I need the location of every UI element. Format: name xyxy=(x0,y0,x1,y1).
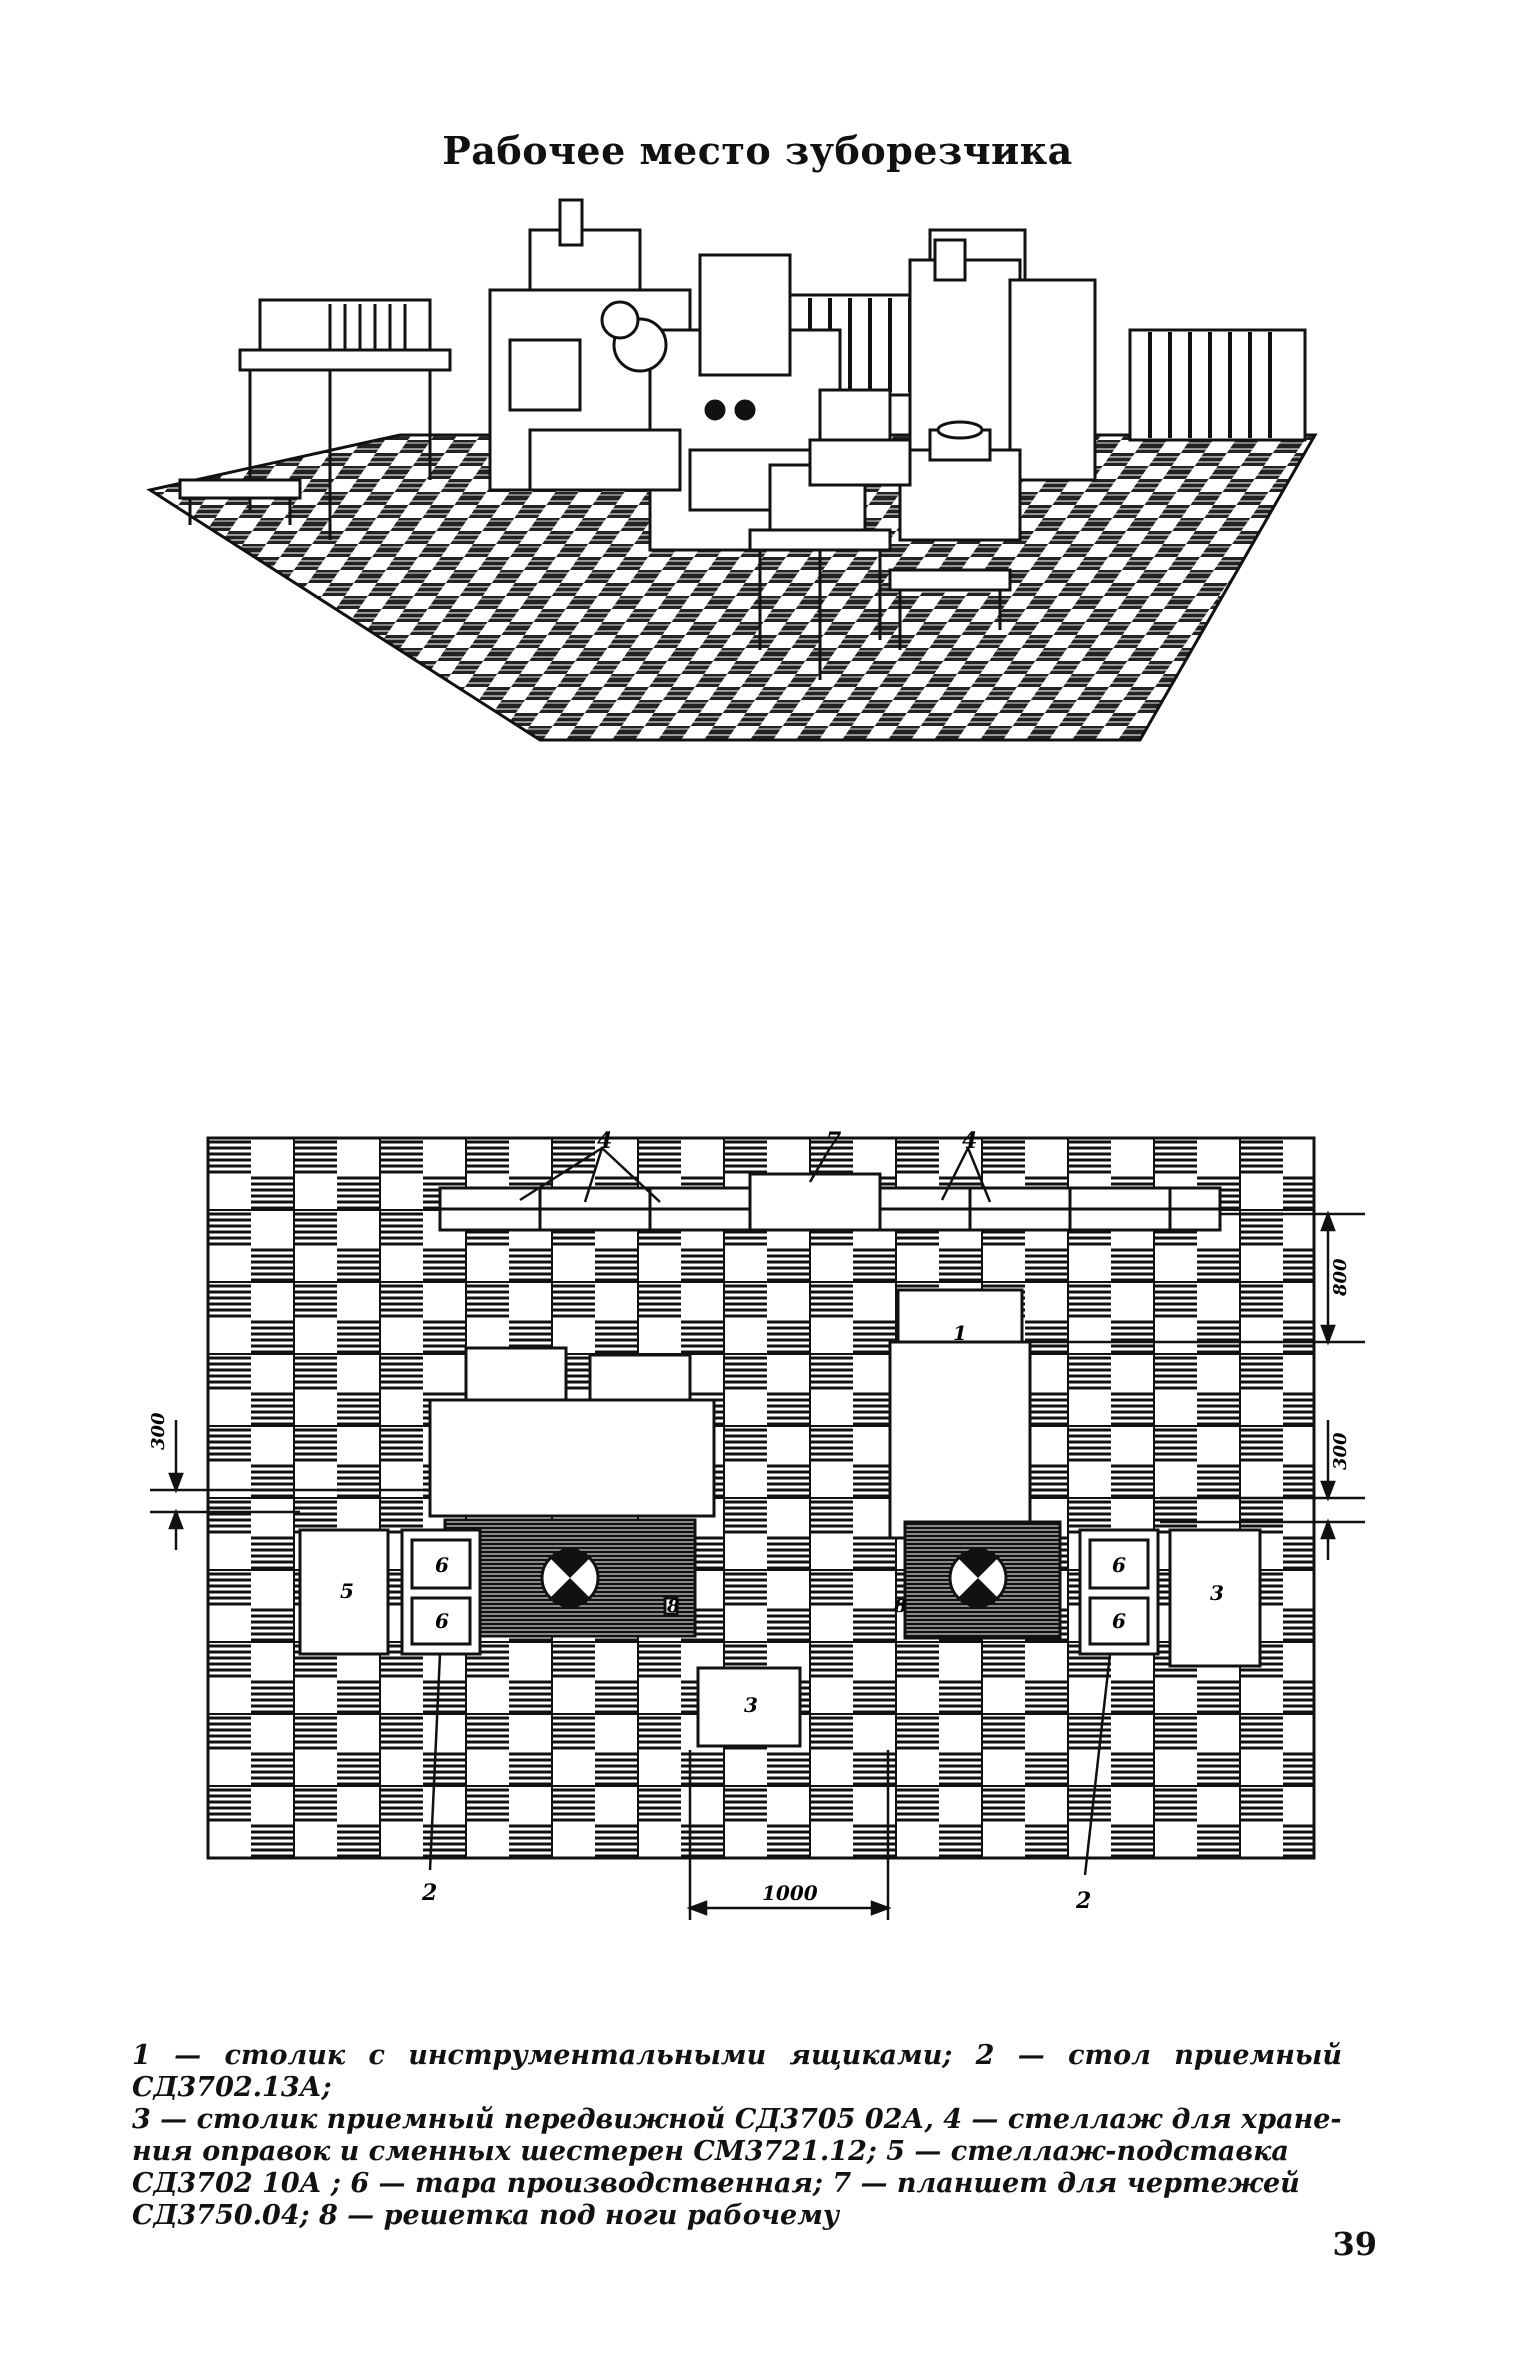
callout-8-right: 8 xyxy=(893,1596,907,1617)
callout-6-right-bottom: 6 xyxy=(1112,1609,1126,1633)
callout-6-left-bottom: 6 xyxy=(435,1609,449,1633)
dimension-300-left: 300 xyxy=(150,1412,169,1450)
callout-2-right: 2 xyxy=(1075,1888,1091,1914)
page-title: Рабочее место зуборезчика xyxy=(442,128,1073,173)
caption-line: 3 — столик приемный передвижной СД3705 0… xyxy=(132,2104,1342,2135)
callout-2-left: 2 xyxy=(421,1880,437,1906)
figure-caption: 1 — столик с инструментальными ящиками; … xyxy=(132,2040,1342,2232)
plan-view-drawing: 4 7 4 8 8 1 5 6 6 3 6 6 3 xyxy=(150,1130,1365,1920)
callout-6-right-top: 6 xyxy=(1112,1553,1126,1577)
caption-line: 1 — столик с инструментальными ящиками; … xyxy=(132,2040,1342,2103)
dimension-300-right: 300 xyxy=(1330,1432,1351,1470)
caption-line: СД3750.04; 8 — решетка под ноги рабочему xyxy=(132,2200,840,2231)
caption-line: ния оправок и сменных шестерен СМ3721.12… xyxy=(132,2136,1289,2167)
page-number: 39 xyxy=(1332,2225,1377,2263)
callout-4-right: 4 xyxy=(962,1130,977,1154)
dimension-800: 800 xyxy=(1330,1258,1351,1297)
isometric-workplace-illustration xyxy=(146,198,1318,742)
callout-6-left-top: 6 xyxy=(435,1553,449,1577)
callout-3-right: 3 xyxy=(1210,1581,1224,1605)
caption-line: СД3702 10А ; 6 — тара производственная; … xyxy=(132,2168,1300,2199)
callout-4-left: 4 xyxy=(597,1130,612,1154)
callout-7: 7 xyxy=(826,1130,842,1154)
callout-1-right: 1 xyxy=(953,1321,967,1345)
callout-3-center: 3 xyxy=(744,1693,758,1717)
callout-5: 5 xyxy=(340,1579,354,1603)
callout-8-left: 8 xyxy=(666,1596,680,1617)
dimension-1000: 1000 xyxy=(762,1881,818,1905)
